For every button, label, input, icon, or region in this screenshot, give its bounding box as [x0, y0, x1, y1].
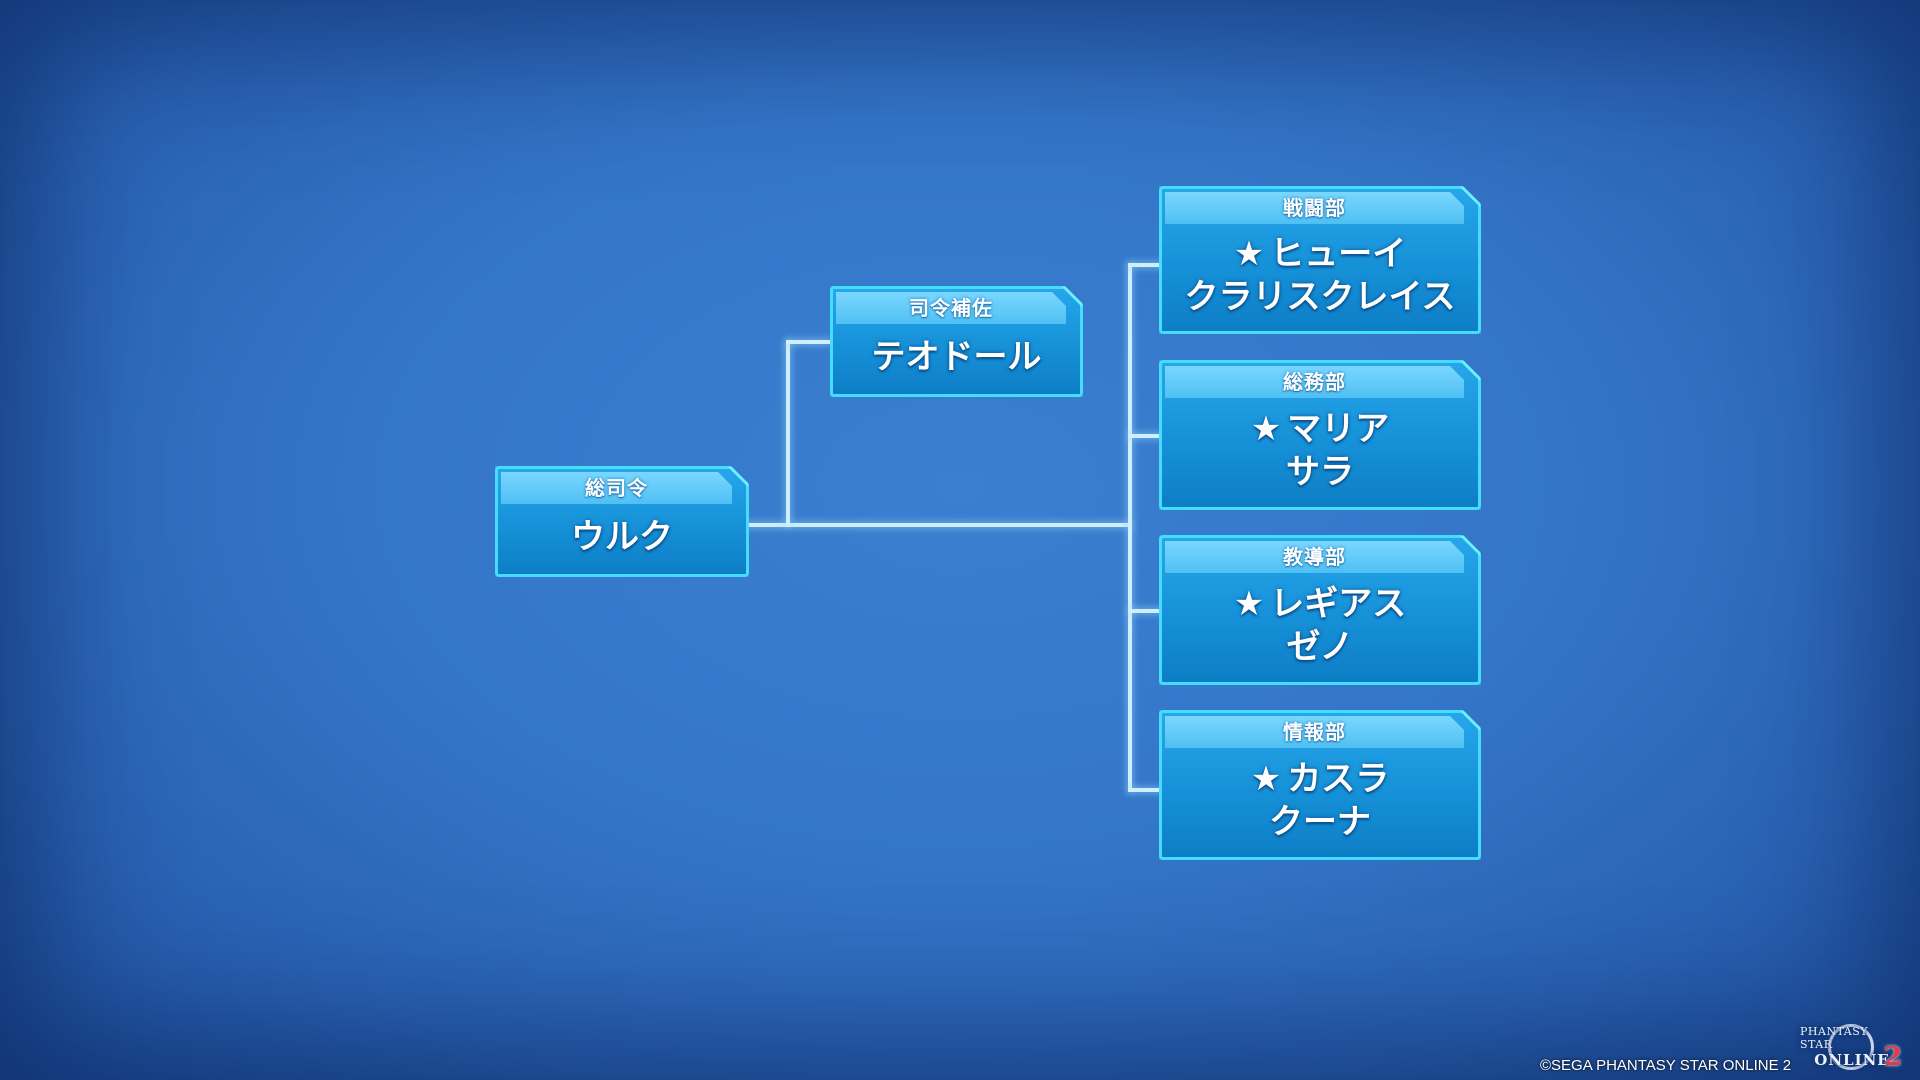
leader-name: ヒューイ	[1270, 234, 1407, 274]
node-department-general-affairs: 総務部 ★マリア サラ	[1159, 360, 1481, 510]
department-leader: ★カスラ	[1251, 758, 1389, 801]
department-title: 情報部	[1165, 716, 1464, 748]
star-icon: ★	[1250, 409, 1282, 449]
node-assistant: 司令補佐 テオドール	[830, 286, 1083, 397]
star-icon: ★	[1250, 759, 1282, 799]
star-icon: ★	[1233, 584, 1265, 624]
department-member: ゼノ	[1286, 627, 1354, 667]
node-department-intelligence: 情報部 ★カスラ クーナ	[1159, 710, 1481, 860]
node-assistant-title: 司令補佐	[836, 292, 1066, 324]
department-body: ★カスラ クーナ	[1162, 751, 1478, 851]
node-assistant-body: テオドール	[833, 327, 1080, 388]
logo-number: 2	[1883, 1042, 1902, 1072]
node-commander-title: 総司令	[501, 472, 732, 504]
department-member: サラ	[1286, 452, 1354, 492]
department-member: クラリスクレイス	[1184, 277, 1456, 317]
department-member: クーナ	[1269, 802, 1371, 842]
node-department-training: 教導部 ★レギアス ゼノ	[1159, 535, 1481, 685]
department-title: 教導部	[1165, 541, 1464, 573]
commander-name: ウルク	[571, 517, 673, 557]
leader-name: カスラ	[1287, 759, 1390, 799]
department-leader: ★レギアス	[1234, 583, 1406, 626]
department-leader: ★ヒューイ	[1234, 233, 1406, 276]
department-title: 戦闘部	[1165, 192, 1464, 224]
department-leader: ★マリア	[1251, 408, 1389, 451]
copyright-text: ©SEGA PHANTASY STAR ONLINE 2	[1540, 1057, 1792, 1074]
node-department-combat: 戦闘部 ★ヒューイ クラリスクレイス	[1159, 186, 1481, 334]
leader-name: レギアス	[1270, 584, 1407, 624]
logo-line2: ONLINE	[1814, 1051, 1890, 1069]
department-body: ★マリア サラ	[1162, 401, 1478, 501]
star-icon: ★	[1233, 234, 1265, 274]
logo-ring-icon	[1828, 1024, 1874, 1070]
logo-line1: PHANTASY STAR	[1800, 1025, 1869, 1051]
node-commander: 総司令 ウルク	[495, 466, 749, 577]
leader-name: マリア	[1287, 409, 1390, 449]
department-body: ★ヒューイ クラリスクレイス	[1162, 227, 1478, 325]
node-commander-body: ウルク	[498, 507, 746, 568]
assistant-name: テオドール	[871, 337, 1042, 377]
game-logo: PHANTASY STAR ONLINE 2	[1800, 1018, 1904, 1076]
department-body: ★レギアス ゼノ	[1162, 576, 1478, 676]
department-title: 総務部	[1165, 366, 1464, 398]
